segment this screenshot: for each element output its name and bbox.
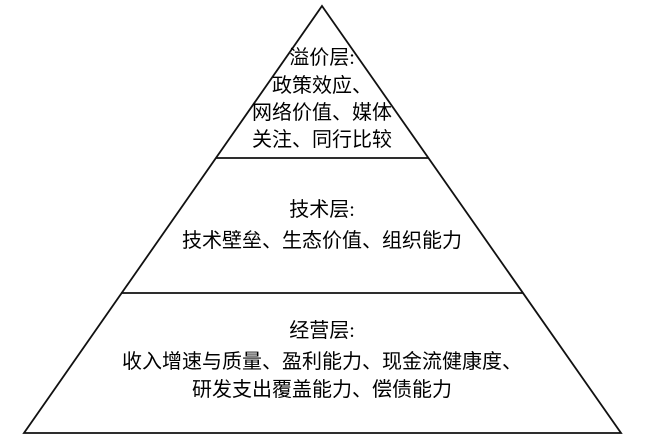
technology-layer-title: 技术层: xyxy=(289,198,355,221)
pyramid-outline xyxy=(22,4,623,434)
premium-layer-line-3: 关注、同行比较 xyxy=(252,128,392,151)
premium-layer-title: 溢价层: xyxy=(289,46,355,69)
operations-layer-title: 经营层: xyxy=(289,319,355,342)
operations-layer-line-2: 研发支出覆盖能力、偿债能力 xyxy=(192,378,452,401)
premium-layer-line-2: 网络价值、媒体 xyxy=(252,101,392,124)
technology-layer-line-1: 技术壁垒、生态价值、组织能力 xyxy=(182,229,462,252)
premium-layer-line-1: 政策效应、 xyxy=(272,74,372,97)
operations-layer-line-1: 收入增速与质量、盈利能力、现金流健康度、 xyxy=(122,350,522,373)
